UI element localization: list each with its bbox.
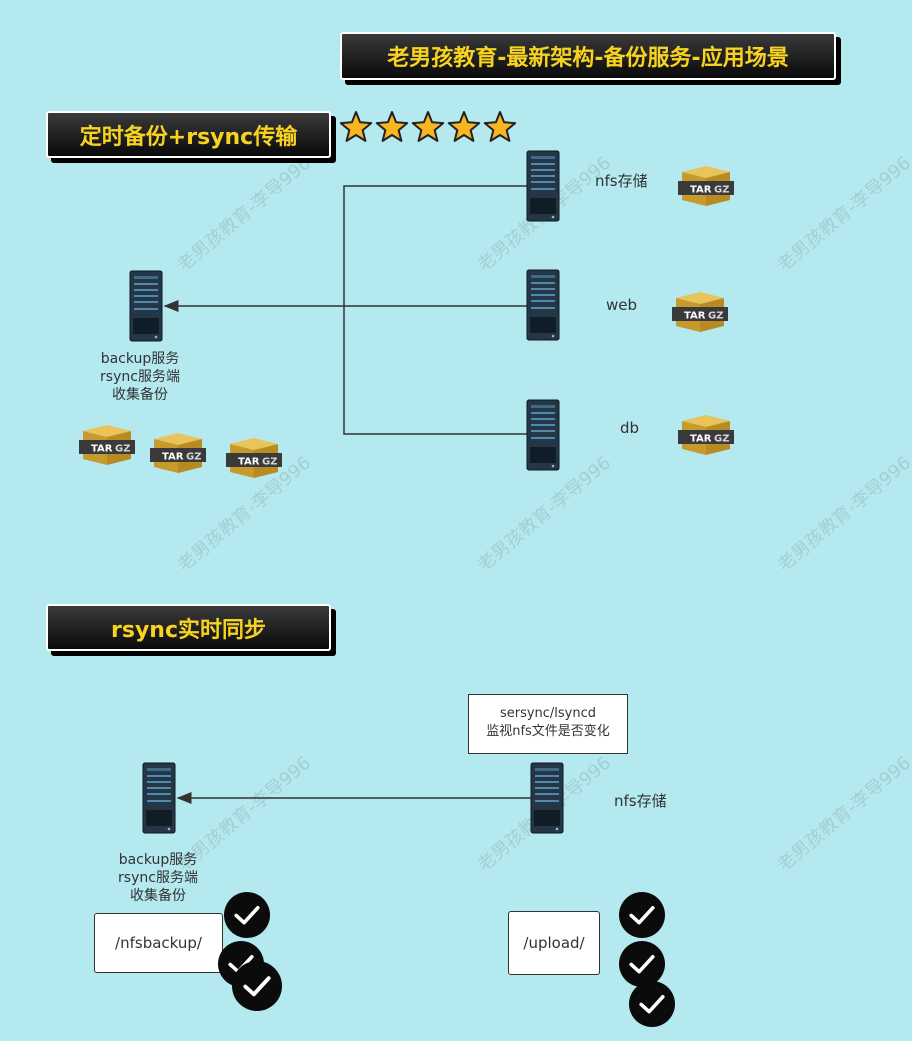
db-label: db bbox=[620, 419, 640, 437]
svg-text:GZ: GZ bbox=[115, 444, 130, 455]
star-icon bbox=[375, 111, 409, 142]
svg-text:TAR: TAR bbox=[684, 311, 706, 322]
svg-text:GZ: GZ bbox=[262, 457, 277, 468]
backup-label-line: rsync服务端 bbox=[118, 870, 198, 886]
page-title: 老男孩教育-最新架构-备份服务-应用场景 bbox=[340, 32, 836, 80]
connector-db bbox=[343, 306, 527, 435]
star-icon bbox=[339, 111, 373, 142]
upload-dir-box: /upload/ bbox=[508, 911, 600, 975]
svg-text:TAR: TAR bbox=[91, 444, 113, 455]
svg-text:GZ: GZ bbox=[714, 185, 729, 196]
note-line: sersync/lsyncd bbox=[499, 706, 597, 721]
backup-label: backup服务 rsync服务端 收集备份 bbox=[80, 350, 200, 404]
web-server-icon bbox=[526, 269, 560, 341]
svg-text:GZ: GZ bbox=[714, 434, 729, 445]
db-server-icon bbox=[526, 399, 560, 471]
backup-server-icon bbox=[142, 762, 176, 834]
check-icon bbox=[619, 941, 665, 987]
backup-server-icon bbox=[129, 270, 163, 342]
svg-text:GZ: GZ bbox=[186, 452, 201, 463]
nfs-server-icon bbox=[526, 150, 560, 222]
check-icon bbox=[619, 892, 665, 938]
svg-text:GZ: GZ bbox=[708, 311, 723, 322]
backup-label-line: 收集备份 bbox=[112, 387, 168, 403]
connector-nfs bbox=[343, 185, 527, 306]
backup-label-line: backup服务 bbox=[118, 852, 198, 868]
svg-text:TAR: TAR bbox=[690, 434, 712, 445]
nfsbackup-dir-box: /nfsbackup/ bbox=[94, 913, 223, 973]
nfs-label: nfs存储 bbox=[595, 172, 648, 190]
nfs-label: nfs存储 bbox=[614, 792, 667, 810]
svg-text:TAR: TAR bbox=[690, 185, 712, 196]
star-icon bbox=[447, 111, 481, 142]
backup-label-line: 收集备份 bbox=[130, 888, 186, 904]
section2-banner: rsync实时同步 bbox=[46, 604, 331, 651]
svg-text:TAR: TAR bbox=[162, 452, 184, 463]
svg-text:TAR: TAR bbox=[238, 457, 260, 468]
backup-label: backup服务 rsync服务端 收集备份 bbox=[98, 851, 218, 905]
sersync-note: sersync/lsyncd 监视nfs文件是否变化 bbox=[468, 694, 628, 754]
check-icon bbox=[629, 981, 675, 1027]
check-icon bbox=[232, 961, 282, 1011]
rating-stars bbox=[339, 111, 517, 142]
check-icon bbox=[224, 892, 270, 938]
star-icon bbox=[411, 111, 445, 142]
note-line: 监视nfs文件是否变化 bbox=[486, 724, 610, 739]
section1-banner: 定时备份+rsync传输 bbox=[46, 111, 331, 158]
backup-label-line: rsync服务端 bbox=[100, 369, 180, 385]
web-label: web bbox=[606, 296, 638, 314]
star-icon bbox=[483, 111, 517, 142]
backup-label-line: backup服务 bbox=[100, 351, 180, 367]
nfs-server-icon bbox=[530, 762, 564, 834]
